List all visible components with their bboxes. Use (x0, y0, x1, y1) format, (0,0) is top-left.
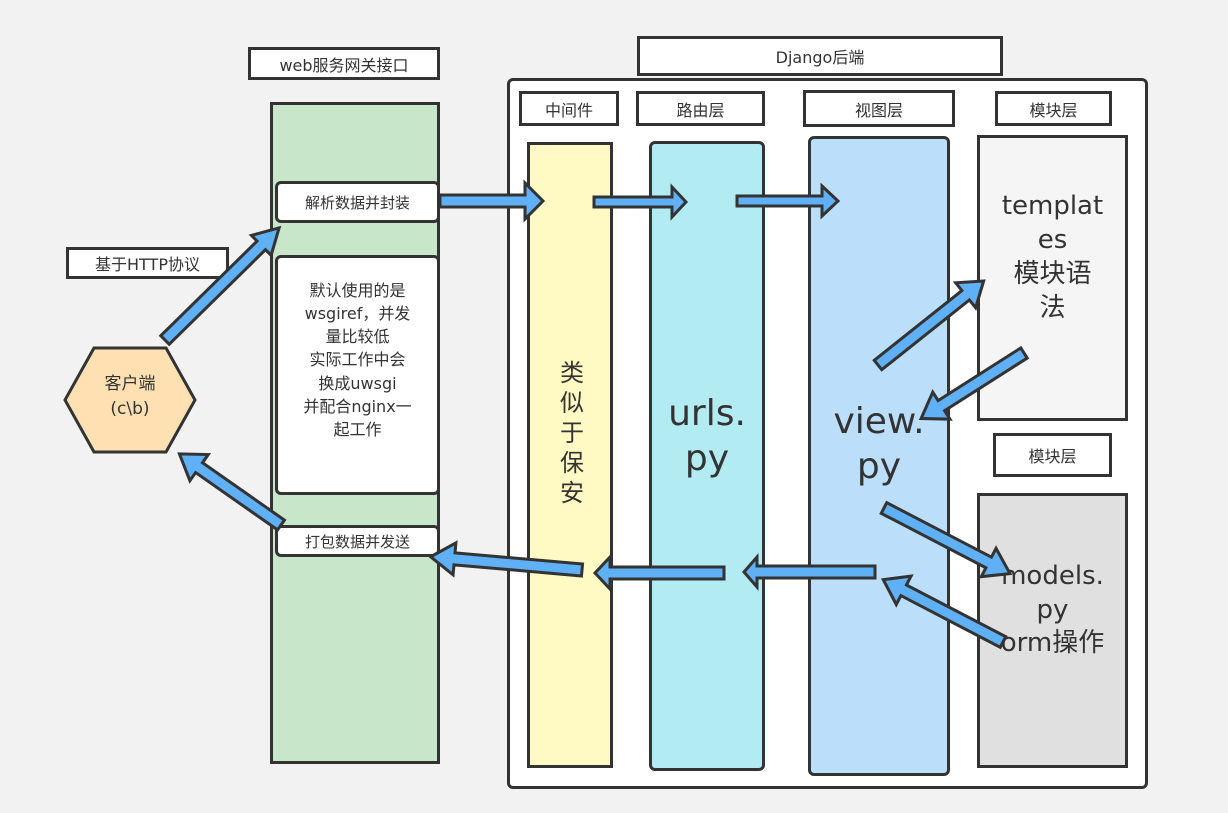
middleware-title: 中间件 (519, 91, 619, 126)
pack-data-box: 打包数据并发送 (275, 525, 440, 557)
protocol-label: 基于HTTP协议 (66, 247, 229, 279)
routing-title: 路由层 (636, 91, 765, 126)
django-title: Django后端 (637, 36, 1003, 76)
client-label: 客户端 (c\b) (104, 374, 156, 419)
middleware-text: 类似于保安 (555, 360, 584, 510)
view-text: view. py (833, 401, 925, 487)
routing-column: urls. py (649, 141, 765, 771)
middleware-column: 类似于保安 (527, 142, 613, 768)
templates-title: 模块层 (995, 91, 1112, 126)
parse-data-box: 解析数据并封装 (275, 181, 440, 223)
models-text: models. py orm操作 (1000, 560, 1105, 659)
view-title: 视图层 (803, 90, 955, 127)
gateway-note: 默认使用的是 wsgiref，并发 量比较低 实际工作中会 换成uwsgi 并配… (275, 255, 440, 495)
models-box: models. py orm操作 (977, 493, 1128, 768)
templates-box: templat es 模块语 法 (977, 135, 1128, 421)
arrow-client-to-gateway (158, 225, 282, 347)
models-title: 模块层 (993, 433, 1112, 477)
routing-text: urls. py (668, 393, 746, 479)
view-column: view. py (808, 136, 950, 776)
gateway-title: web服务网关接口 (248, 47, 440, 80)
templates-text: templat es 模块语 法 (1001, 191, 1104, 323)
client-hexagon (63, 346, 197, 454)
